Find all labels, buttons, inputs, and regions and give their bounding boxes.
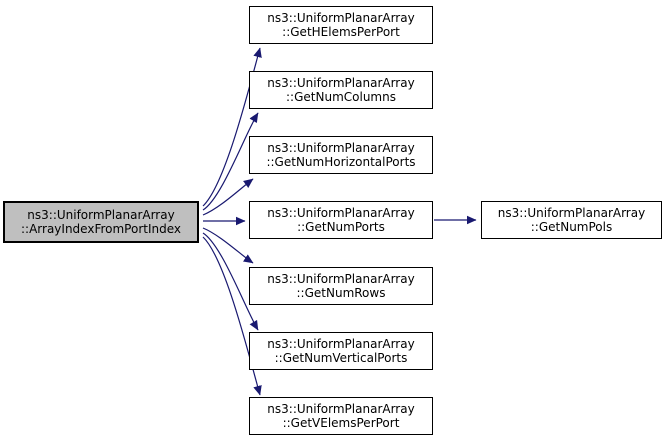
node-label-line: ns3::UniformPlanarArray (27, 207, 175, 222)
node-label-line: ::GetVElemsPerPort (282, 416, 400, 430)
node-getnumcolumns[interactable]: ns3::UniformPlanarArray ::GetNumColumns (249, 71, 433, 109)
node-label-line: ns3::UniformPlanarArray (497, 205, 646, 220)
node-label-line: ns3::UniformPlanarArray (267, 75, 415, 90)
node-label-line: ::GetNumVerticalPorts (274, 351, 408, 365)
node-label-line: ns3::UniformPlanarArray (267, 401, 415, 416)
node-label-line: ns3::UniformPlanarArray (267, 10, 415, 25)
node-arrayindexfromportindex: ns3::UniformPlanarArray ::ArrayIndexFrom… (3, 201, 199, 243)
node-label-line: ::GetNumPorts (297, 220, 385, 234)
node-getnumports[interactable]: ns3::UniformPlanarArray ::GetNumPorts (249, 201, 433, 239)
edge-caller-to-getvelemsperport (202, 236, 262, 396)
node-label-line: ::GetNumPols (530, 220, 613, 234)
edge-caller-to-getnumverticalports (202, 232, 259, 331)
node-label-line: ns3::UniformPlanarArray (267, 336, 415, 351)
node-getnumpols[interactable]: ns3::UniformPlanarArray ::GetNumPols (481, 201, 662, 239)
node-getnumhorizontalports[interactable]: ns3::UniformPlanarArray ::GetNumHorizont… (249, 136, 433, 174)
node-label-line: ::GetNumRows (296, 286, 386, 300)
node-getvelemsperport[interactable]: ns3::UniformPlanarArray ::GetVElemsPerPo… (249, 397, 433, 435)
node-label-line: ns3::UniformPlanarArray (267, 271, 415, 286)
node-label-line: ns3::UniformPlanarArray (267, 140, 415, 155)
node-label-line: ::GetNumColumns (286, 90, 396, 104)
node-gethelemsperport[interactable]: ns3::UniformPlanarArray ::GetHElemsPerPo… (249, 6, 433, 44)
edge-caller-to-gethelemsperport (202, 47, 262, 207)
node-label-line: ns3::UniformPlanarArray (267, 205, 415, 220)
edge-caller-to-getnumcolumns (202, 112, 259, 211)
node-label-line: ::GetNumHorizontalPorts (266, 155, 416, 169)
edge-caller-to-getnumrows (202, 227, 254, 264)
node-label-line: ::GetHElemsPerPort (282, 25, 400, 39)
node-label-line: ::ArrayIndexFromPortIndex (21, 222, 181, 236)
node-getnumrows[interactable]: ns3::UniformPlanarArray ::GetNumRows (249, 267, 433, 305)
node-getnumverticalports[interactable]: ns3::UniformPlanarArray ::GetNumVertical… (249, 332, 433, 370)
edge-caller-to-getnumhorizontalports (202, 178, 254, 216)
